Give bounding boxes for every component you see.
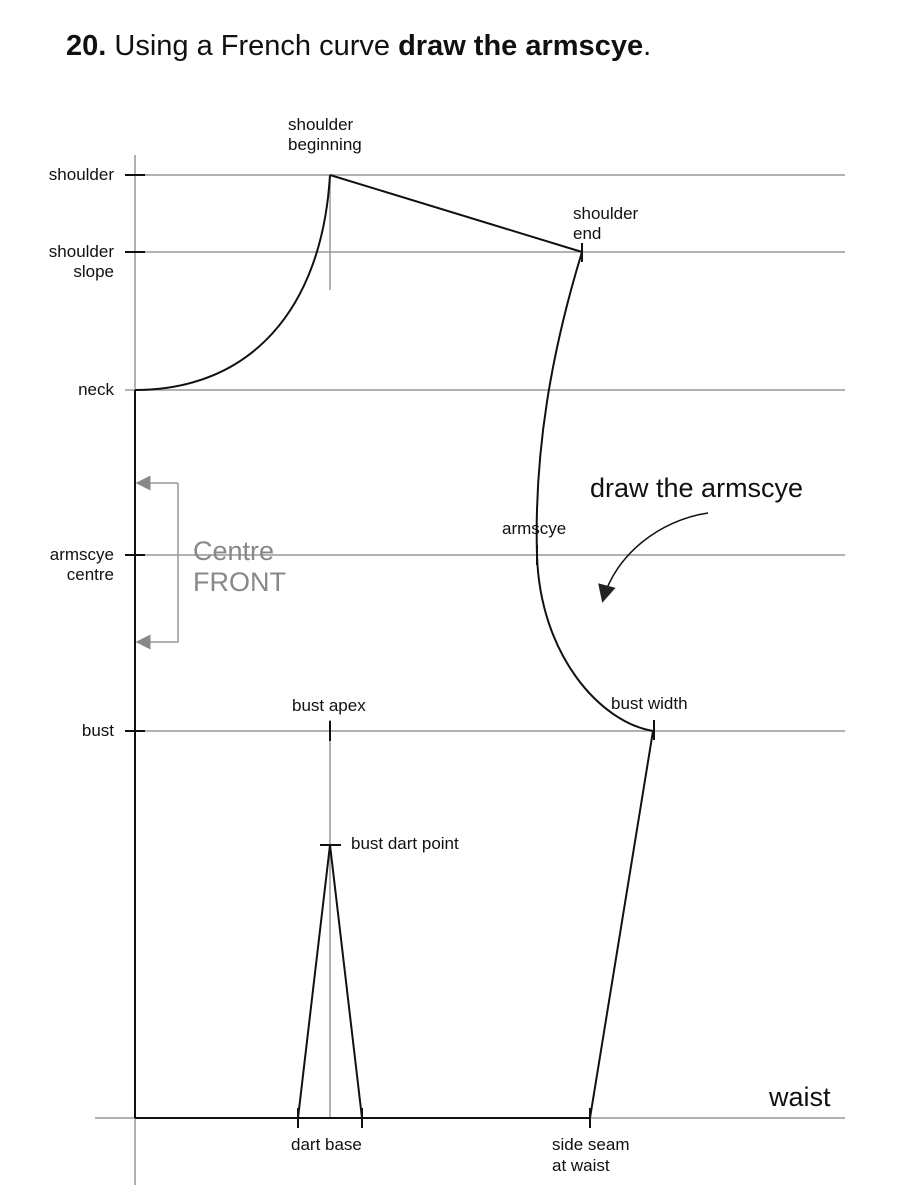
label-bust-dart-point: bust dart point [351, 834, 459, 853]
label-bust: bust [82, 721, 114, 740]
label-shoulder-slope: shoulder [49, 242, 115, 261]
label-armscye: armscye [502, 519, 566, 538]
title-emphasis: draw the armscye [398, 30, 644, 62]
neck-curve [134, 174, 331, 391]
label-waist: waist [768, 1082, 831, 1112]
side-seam [589, 730, 654, 1119]
step-number: 20. [66, 30, 107, 62]
label-centre-front: Centre [193, 536, 274, 566]
label-centre-front-2: FRONT [193, 567, 286, 597]
instruction-text: draw the armscye [590, 473, 803, 503]
label-bust-apex: bust apex [292, 696, 366, 715]
label-shoulder-beginning: shoulder [288, 115, 354, 134]
title-end: . [643, 30, 652, 62]
guide-lines [95, 155, 845, 1185]
page-title: 20. Using a French curve draw the armscy… [66, 30, 651, 63]
label-shoulder-slope-2: slope [73, 262, 114, 281]
title-text: Using a French curve [106, 30, 399, 62]
instruction-arrow [598, 512, 709, 603]
label-armscye-centre-2: centre [67, 565, 114, 584]
label-side-seam: side seam [552, 1135, 629, 1154]
label-neck: neck [78, 380, 114, 399]
label-shoulder: shoulder [49, 165, 115, 184]
centre-front-bracket [137, 482, 179, 643]
label-side-seam-2: at waist [552, 1156, 610, 1175]
label-armscye-centre: armscye [50, 545, 114, 564]
label-shoulder-end: shoulder [573, 204, 639, 223]
label-dart-base: dart base [291, 1135, 362, 1154]
label-shoulder-beginning-2: beginning [288, 135, 362, 154]
label-shoulder-end-2: end [573, 224, 601, 243]
pattern-lines [125, 174, 709, 1128]
label-bust-width: bust width [611, 694, 688, 713]
shoulder-seam [329, 174, 583, 253]
